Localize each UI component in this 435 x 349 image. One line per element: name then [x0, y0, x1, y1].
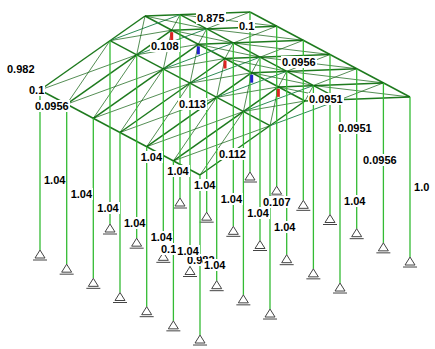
- utilization-ratio: 1.04: [220, 193, 243, 205]
- pinned-support: [173, 198, 187, 208]
- utilization-ratio: 1.04: [176, 245, 199, 257]
- utilization-ratio: 0.1: [238, 20, 255, 32]
- pinned-support: [403, 257, 417, 267]
- brace: [147, 83, 190, 147]
- release-marker: [197, 46, 200, 54]
- pinned-support: [236, 295, 250, 305]
- pinned-support: [166, 321, 180, 331]
- utilization-ratio: 0.0956: [281, 56, 317, 68]
- utilization-ratio: 1.04: [343, 195, 366, 207]
- brace: [93, 55, 136, 119]
- tie-beam: [110, 15, 180, 41]
- utilization-ratio: 0.0956: [34, 100, 70, 112]
- pinned-support: [333, 283, 347, 293]
- pinned-support: [350, 229, 364, 239]
- utilization-ratio: 0.0951: [308, 93, 344, 105]
- utilization-ratio: 0.1: [28, 84, 45, 96]
- rafter: [252, 69, 357, 73]
- brace: [252, 57, 260, 72]
- utilization-ratio: 1.04: [140, 151, 163, 163]
- pinned-support: [226, 226, 240, 236]
- release-marker: [250, 75, 253, 83]
- tie-beam: [137, 29, 207, 55]
- utilization-ratio: 0.113: [178, 98, 207, 110]
- pinned-support: [193, 335, 207, 345]
- brace: [172, 15, 180, 31]
- release-marker: [170, 32, 173, 40]
- rafter: [278, 83, 383, 87]
- brace: [198, 29, 206, 45]
- pinned-support: [60, 264, 74, 274]
- utilization-ratio: 0.0951: [337, 122, 373, 134]
- rafter: [172, 26, 277, 30]
- pinned-support: [130, 238, 144, 248]
- rafter: [147, 73, 252, 147]
- pinned-support: [183, 267, 197, 277]
- utilization-ratio: 1.04: [273, 221, 296, 233]
- utilization-ratio: 1.04: [193, 179, 216, 191]
- pinned-support: [306, 269, 320, 279]
- brace: [137, 16, 145, 55]
- release-marker: [224, 61, 227, 69]
- utilization-ratio: 0.982: [6, 63, 36, 75]
- rafter: [173, 87, 278, 161]
- brace: [260, 40, 303, 57]
- column: [249, 12, 250, 172]
- pinned-support: [33, 250, 47, 260]
- utilization-ratio: 1.04: [150, 231, 173, 243]
- rafter: [198, 40, 303, 44]
- brace: [120, 69, 163, 133]
- utilization-ratio: 0.112: [218, 148, 247, 160]
- pinned-support: [200, 212, 214, 222]
- utilization-ratio: 1.04: [70, 188, 93, 200]
- column: [136, 55, 137, 238]
- rafter: [200, 101, 305, 175]
- pinned-support: [113, 293, 127, 303]
- release-marker: [277, 89, 280, 97]
- utilization-ratio: 1.04: [43, 174, 66, 186]
- brace: [225, 43, 233, 59]
- column: [313, 86, 314, 269]
- pinned-support: [376, 243, 390, 253]
- utilization-ratio: 1.04: [246, 207, 269, 219]
- utilization-ratio: 1.04: [203, 259, 226, 271]
- utilization-ratio: 1.04: [96, 202, 119, 214]
- utilization-ratio: 1.04: [123, 217, 146, 229]
- utilization-ratio: 0.0956: [362, 154, 398, 166]
- pinned-support: [210, 281, 224, 291]
- pinned-support: [323, 215, 337, 225]
- pinned-support: [103, 224, 117, 234]
- pinned-support: [296, 200, 310, 210]
- pinned-support: [263, 309, 277, 319]
- pinned-support: [280, 255, 294, 265]
- pinned-support: [140, 307, 154, 317]
- utilization-ratio: 0.108: [150, 40, 180, 52]
- utilization-ratio: 1.04: [166, 165, 189, 177]
- brace: [313, 69, 356, 86]
- pinned-support: [253, 241, 267, 251]
- utilization-ratio: 1.0: [413, 181, 430, 193]
- column: [276, 26, 277, 186]
- brace: [278, 71, 286, 87]
- rafter: [120, 59, 225, 133]
- utilization-ratio: 0.875: [196, 12, 226, 24]
- pinned-support: [270, 186, 284, 196]
- pinned-support: [86, 278, 100, 288]
- brace: [67, 41, 110, 104]
- brace: [340, 83, 383, 100]
- column: [39, 90, 40, 250]
- rafter: [40, 16, 145, 90]
- column: [409, 97, 410, 257]
- utilization-ratio: 0.1: [160, 243, 177, 255]
- pinned-support: [243, 172, 257, 182]
- column: [329, 55, 330, 215]
- column: [109, 41, 110, 224]
